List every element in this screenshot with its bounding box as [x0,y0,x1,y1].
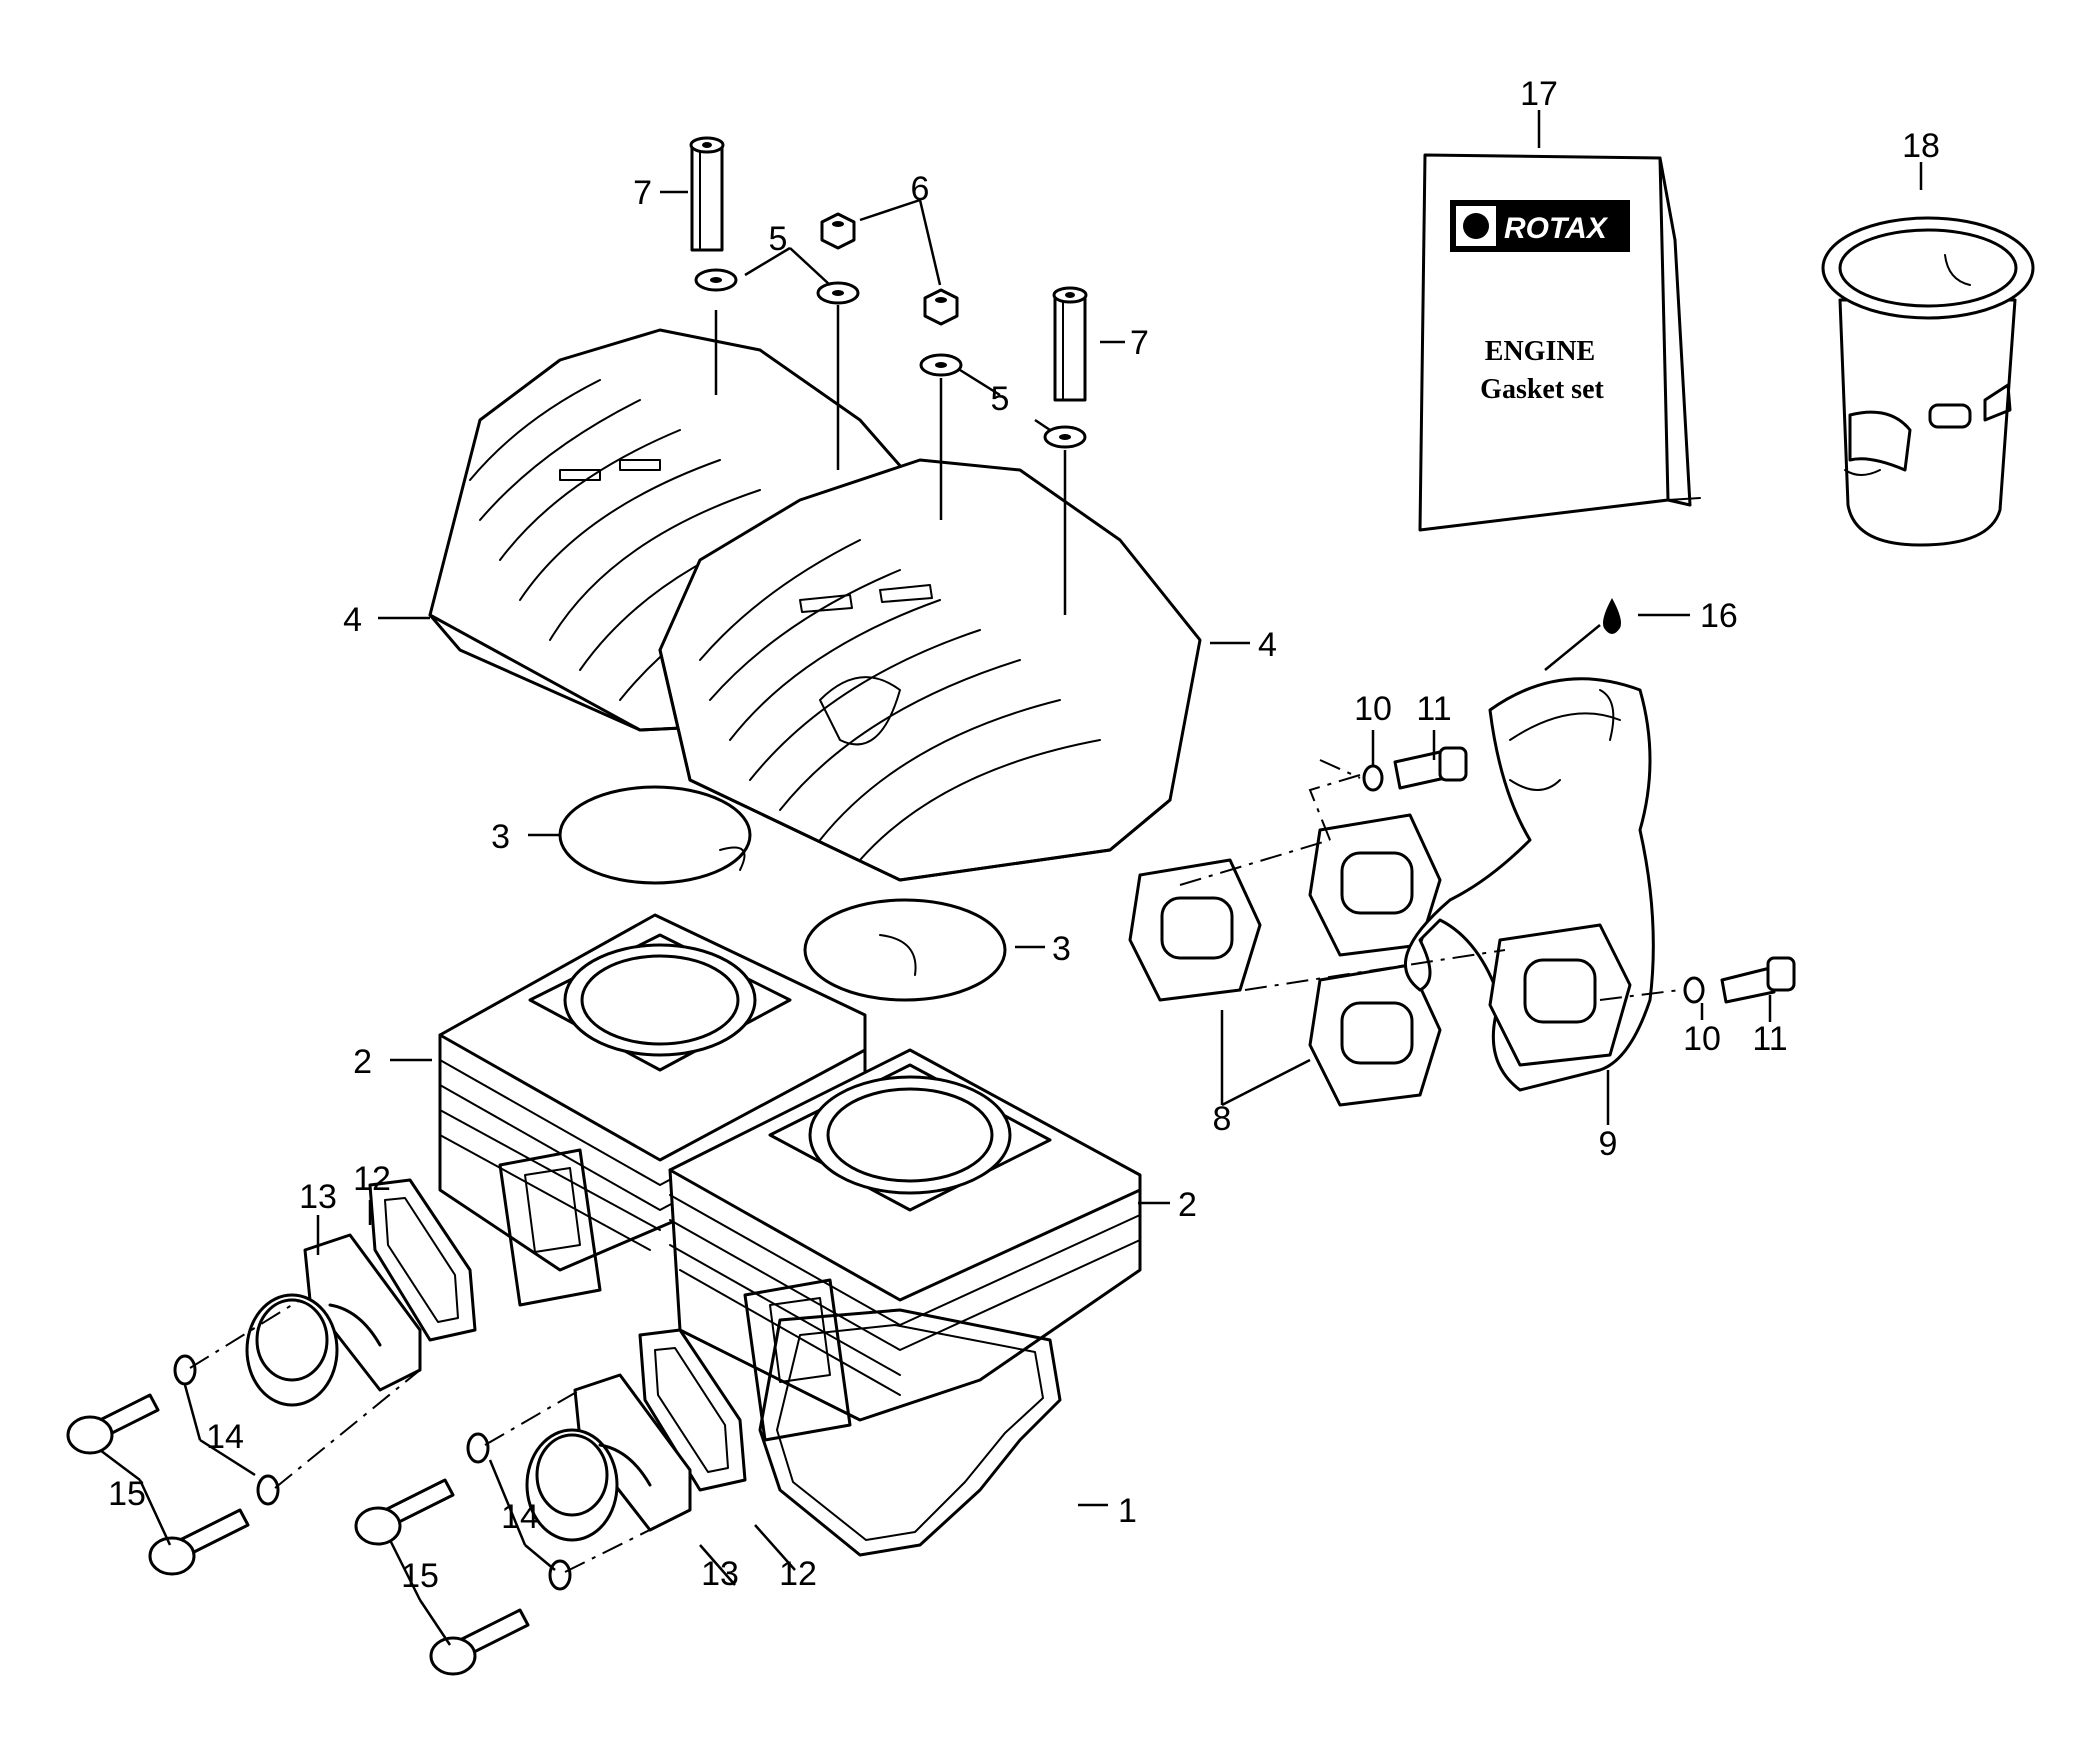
intake-bolt-3 [354,1478,455,1546]
callout-8: 8 [1213,1100,1232,1138]
callout-10-top: 10 [1354,690,1392,728]
callout-4-left: 4 [343,601,362,639]
washer-1 [694,268,738,292]
intake-flange-right [525,1373,692,1542]
callout-10-right: 10 [1683,1020,1721,1058]
washer-4 [1043,425,1087,449]
callout-9: 9 [1599,1125,1618,1163]
callout-14-left: 14 [206,1418,244,1456]
base-gasket [758,1308,1062,1557]
oil-drop-icon [1603,598,1621,634]
exhaust-manifold [1404,677,1655,1092]
exhaust-bolt-right [1720,956,1796,1004]
callout-2-right: 2 [1178,1186,1197,1224]
washer-3 [919,353,963,377]
callout-5-lower: 5 [991,380,1010,418]
intake-bolt-2 [148,1508,250,1576]
callout-6: 6 [911,170,930,208]
head-nut-sleeve-left [689,136,725,252]
booklet-title-line1: ENGINE [1485,336,1595,367]
exhaust-washer-right [1683,976,1705,1004]
callout-2-left: 2 [353,1043,372,1081]
head-gasket-ring-right [803,898,1007,1002]
intake-gasket-left [368,1178,477,1342]
gasket-set-booklet: ROTAX ENGINE Gasket set [1418,153,1701,532]
cylinder-left [438,913,867,1307]
callout-17: 17 [1520,75,1558,113]
head-nut-sleeve-right [1052,286,1088,402]
callout-11-right: 11 [1752,1020,1787,1058]
callout-3-right: 3 [1052,930,1071,968]
callout-13-bottom: 13 [701,1555,739,1593]
exhaust-gasket-a [1128,858,1262,1002]
intake-washer-2 [256,1474,280,1506]
intake-bolt-4 [429,1608,530,1676]
intake-washer-3 [466,1432,490,1464]
callout-12-bottom: 12 [779,1555,817,1593]
intake-gasket-right [638,1328,747,1492]
callout-5-top: 5 [769,220,788,258]
intake-washer-4 [548,1559,572,1591]
callout-13-top: 13 [299,1178,337,1216]
intake-washer-1 [173,1354,197,1386]
hex-nut-1 [820,212,856,250]
callout-12-top: 12 [353,1160,391,1198]
head-gasket-ring-left [558,785,752,885]
exhaust-bolt-top [1393,746,1468,790]
rotax-logo-text: ROTAX [1504,212,1609,245]
callout-11-top: 11 [1416,690,1451,728]
hex-nut-2 [923,288,959,326]
callout-1: 1 [1118,1492,1137,1530]
callout-4-right: 4 [1258,626,1277,664]
callout-15-left: 15 [108,1475,146,1513]
callout-3-left: 3 [491,818,510,856]
exhaust-washer-top [1362,764,1384,792]
callout-14-right: 14 [501,1498,539,1536]
intake-bolt-1 [66,1393,160,1455]
cylinder-right [668,1048,1142,1442]
callout-15-right: 15 [401,1557,439,1595]
booklet-title-line2: Gasket set [1480,374,1604,405]
callout-18: 18 [1902,127,1940,165]
washer-2 [816,281,860,305]
callout-7-left: 7 [633,174,652,212]
callout-16: 16 [1700,597,1738,635]
callout-7-right: 7 [1130,324,1149,362]
cylinder-liner [1821,216,2035,547]
